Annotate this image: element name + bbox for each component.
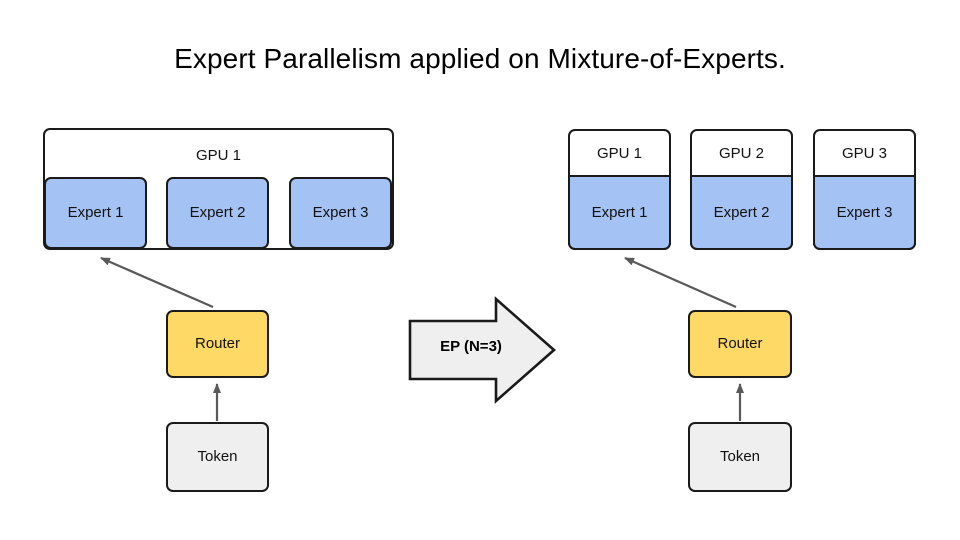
left-expert-1-label: Expert 1 bbox=[67, 204, 124, 221]
ep-transform-label: EP (N=3) bbox=[440, 338, 502, 355]
right-expert-2[interactable]: Expert 2 bbox=[690, 175, 793, 250]
left-expert-1[interactable]: Expert 1 bbox=[44, 177, 147, 249]
right-expert-3[interactable]: Expert 3 bbox=[813, 175, 916, 250]
left-expert-2-label: Expert 2 bbox=[189, 204, 246, 221]
right-token[interactable]: Token bbox=[688, 422, 792, 492]
left-token-label: Token bbox=[197, 448, 238, 465]
left-token[interactable]: Token bbox=[166, 422, 269, 492]
right-router-to-expert-1-arrow bbox=[624, 256, 737, 309]
right-expert-1-label: Expert 1 bbox=[591, 203, 648, 221]
left-gpu-label: GPU 1 bbox=[195, 147, 241, 164]
left-expert-3-label: Expert 3 bbox=[312, 204, 369, 221]
right-gpu-1-label: GPU 1 bbox=[596, 145, 642, 162]
right-gpu-3-label: GPU 3 bbox=[841, 145, 887, 162]
page-title: Expert Parallelism applied on Mixture-of… bbox=[174, 43, 786, 74]
right-expert-1[interactable]: Expert 1 bbox=[568, 175, 671, 250]
left-expert-2[interactable]: Expert 2 bbox=[166, 177, 269, 249]
right-gpu-2-label: GPU 2 bbox=[718, 145, 764, 162]
left-router-to-expert-1-arrow bbox=[100, 256, 214, 309]
left-router[interactable]: Router bbox=[166, 310, 269, 378]
right-router[interactable]: Router bbox=[688, 310, 792, 378]
right-expert-3-label: Expert 3 bbox=[836, 203, 893, 221]
left-expert-3[interactable]: Expert 3 bbox=[289, 177, 392, 249]
left-router-label: Router bbox=[194, 335, 241, 352]
right-token-label: Token bbox=[719, 448, 761, 465]
ep-arrow-icon bbox=[408, 296, 556, 404]
ep-transform-arrow: EP (N=3) bbox=[407, 296, 557, 404]
right-expert-2-label: Expert 2 bbox=[713, 203, 770, 221]
right-router-label: Router bbox=[717, 335, 763, 352]
